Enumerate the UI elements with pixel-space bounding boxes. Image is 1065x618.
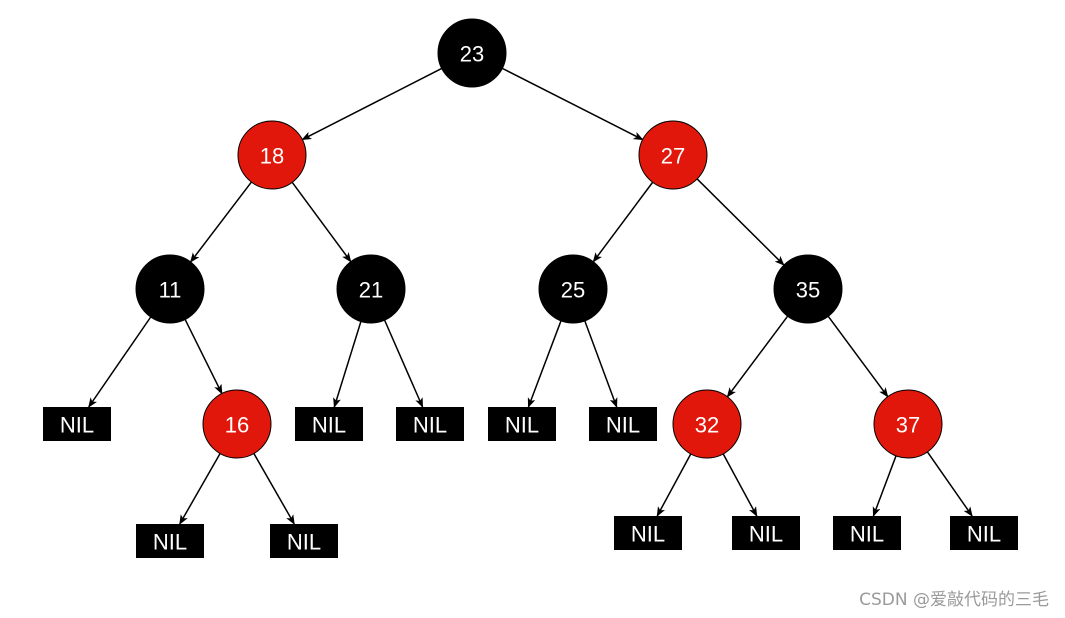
black-node-circle — [773, 254, 843, 324]
tree-node-37: 37 — [873, 389, 943, 459]
edge-n18-to-n21 — [291, 181, 352, 263]
nil-box — [589, 407, 657, 441]
node-label: NIL — [850, 522, 884, 547]
node-label: NIL — [606, 413, 640, 438]
nil-leaf-node: NIL — [589, 407, 657, 441]
black-node-circle — [538, 254, 608, 324]
red-node-circle — [202, 389, 272, 459]
nil-leaf-node: NIL — [488, 407, 556, 441]
black-node-circle — [336, 254, 406, 324]
edge-n11-to-n16 — [184, 319, 223, 395]
node-label: NIL — [505, 413, 539, 438]
nil-leaf-node: NIL — [614, 516, 682, 550]
edge-n16-to-nil16R — [253, 453, 295, 525]
tree-node-25: 25 — [538, 254, 608, 324]
node-label: 16 — [225, 413, 249, 438]
watermark-text: CSDN @爱敲代码的三毛 — [859, 590, 1049, 610]
edge-n18-to-n11 — [189, 181, 253, 263]
node-label: 35 — [796, 278, 820, 303]
edge-n32-to-nil32L — [656, 453, 692, 517]
nil-leaf-node: NIL — [295, 407, 363, 441]
tree-node-35: 35 — [773, 254, 843, 324]
edge-n37-to-nil37L — [872, 455, 897, 517]
edge-n27-to-n35 — [696, 178, 785, 266]
nil-box — [614, 516, 682, 550]
edge-n23-to-n18 — [301, 67, 443, 141]
tree-node-23: 23 — [437, 18, 507, 88]
edge-n11-to-nil11L — [88, 316, 152, 408]
edge-n37-to-nil37R — [926, 451, 973, 517]
nil-leaf-node: NIL — [270, 524, 338, 558]
red-node-circle — [873, 389, 943, 459]
nil-box — [396, 407, 464, 441]
node-label: 11 — [159, 278, 182, 303]
edge-n25-to-nil25R — [584, 320, 618, 408]
tree-edges — [88, 67, 973, 525]
node-label: 25 — [561, 278, 585, 303]
edge-n35-to-n32 — [726, 315, 789, 398]
node-label: NIL — [967, 522, 1001, 547]
node-label: NIL — [631, 522, 665, 547]
edge-n35-to-n37 — [827, 315, 889, 398]
nil-box — [295, 407, 363, 441]
node-label: 23 — [460, 42, 484, 67]
node-label: NIL — [413, 413, 447, 438]
node-label: 32 — [695, 413, 719, 438]
edge-n32-to-nil32R — [722, 453, 758, 517]
node-label: 18 — [260, 144, 284, 169]
tree-node-27: 27 — [638, 120, 708, 190]
red-node-circle — [237, 120, 307, 190]
red-node-circle — [672, 389, 742, 459]
node-label: NIL — [287, 530, 321, 555]
node-label: 37 — [896, 413, 920, 438]
nil-leaf-node: NIL — [136, 524, 204, 558]
nil-box — [833, 516, 901, 550]
black-node-circle — [135, 254, 205, 324]
nil-box — [270, 524, 338, 558]
nil-leaf-node: NIL — [43, 407, 111, 441]
edge-n27-to-n25 — [592, 181, 654, 263]
node-label: 21 — [359, 278, 383, 303]
nil-leaf-node: NIL — [396, 407, 464, 441]
tree-node-16: 16 — [202, 389, 272, 459]
node-label: 27 — [661, 144, 685, 169]
node-label: NIL — [749, 522, 783, 547]
edge-n21-to-nil21R — [383, 319, 424, 408]
nil-leaf-node: NIL — [950, 516, 1018, 550]
edge-n23-to-n27 — [501, 67, 644, 141]
node-label: NIL — [312, 413, 346, 438]
nil-box — [732, 516, 800, 550]
red-node-circle — [638, 120, 708, 190]
edge-n16-to-nil16L — [179, 453, 221, 525]
node-label: NIL — [60, 413, 94, 438]
tree-node-18: 18 — [237, 120, 307, 190]
tree-node-11: 11 — [135, 254, 205, 324]
nil-box — [488, 407, 556, 441]
tree-node-21: 21 — [336, 254, 406, 324]
tree-node-32: 32 — [672, 389, 742, 459]
edge-n25-to-nil25L — [527, 320, 562, 408]
nil-leaf-node: NIL — [833, 516, 901, 550]
black-node-circle — [437, 18, 507, 88]
node-label: NIL — [153, 530, 187, 555]
nil-leaf-node: NIL — [732, 516, 800, 550]
nil-box — [136, 524, 204, 558]
edge-n21-to-nil21L — [333, 321, 362, 408]
nil-box — [43, 407, 111, 441]
nil-box — [950, 516, 1018, 550]
